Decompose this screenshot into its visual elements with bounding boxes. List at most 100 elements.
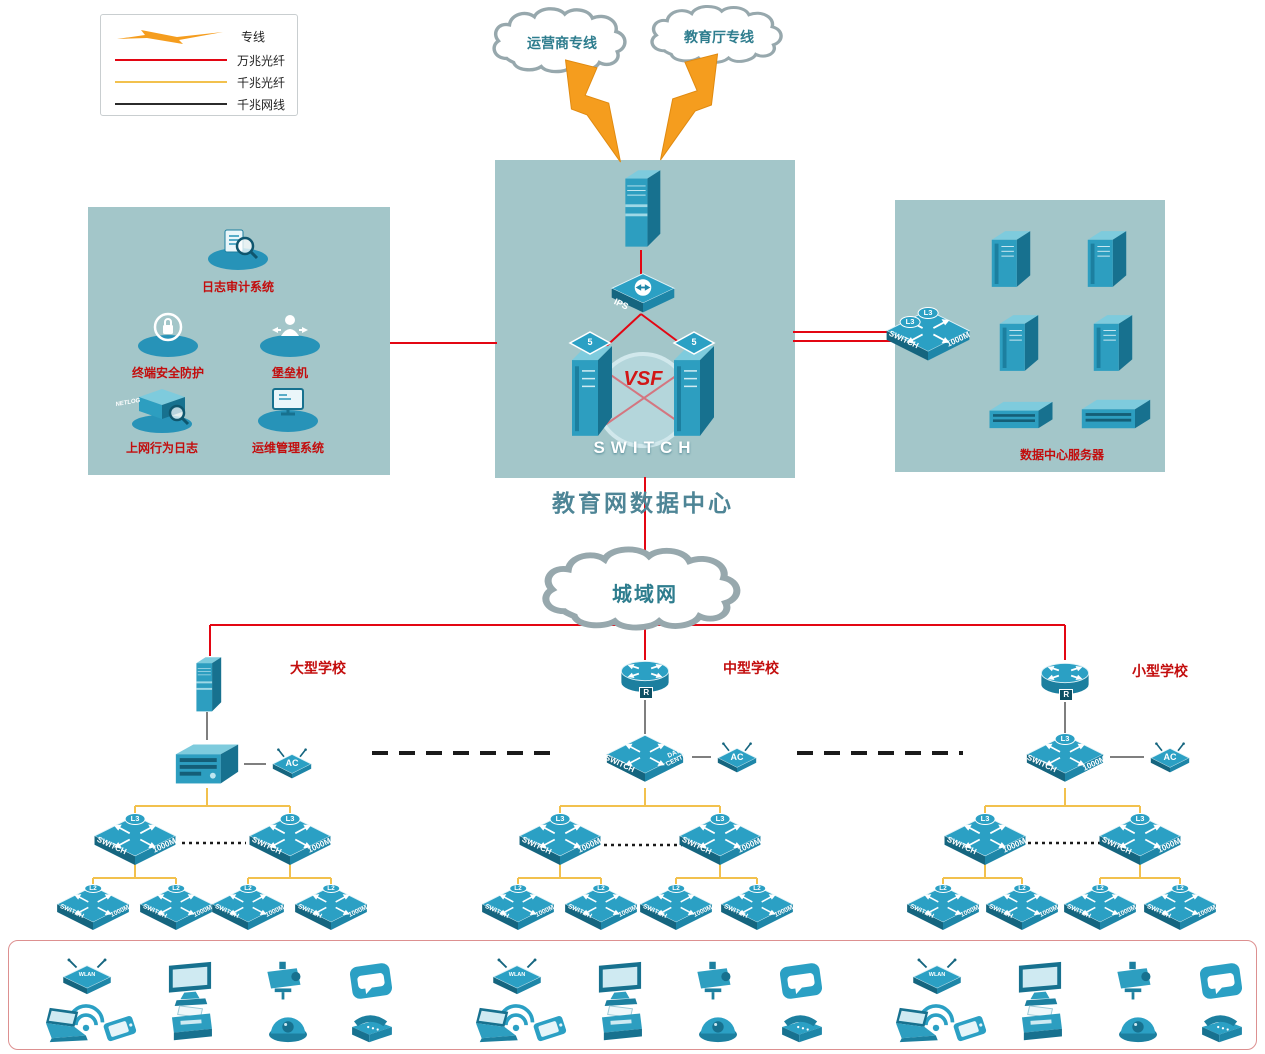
datacenter-title: 教育网数据中心	[552, 490, 734, 516]
l2-badge: L2	[592, 883, 610, 893]
l2-badge: L2	[167, 883, 185, 893]
legend-row-dedicated: 专线	[115, 27, 285, 45]
large-school-firewall	[190, 654, 225, 714]
bastion-host-icon	[260, 315, 320, 357]
rack-server-icon	[1081, 399, 1151, 429]
chat-terminal-icon	[346, 962, 396, 1000]
printer-icon	[1016, 1004, 1066, 1044]
dome-camera-icon	[266, 1006, 310, 1044]
medium-school-label: 中型学校	[723, 660, 779, 676]
server-tower-icon	[999, 314, 1039, 372]
ptz-camera-icon	[260, 960, 306, 1004]
netlog-icon	[132, 389, 192, 433]
bastion-host-item: 堡垒机	[220, 308, 360, 381]
l3-badge: L3	[1129, 812, 1151, 825]
education-cloud-label: 教育厅专线	[684, 29, 754, 45]
wireless-ap-icon: WLAN	[58, 958, 116, 996]
bastion-host-label: 堡垒机	[271, 366, 308, 380]
desktop-monitor-icon	[163, 960, 217, 1006]
medium-school-ac: AC	[713, 742, 761, 774]
l2-badge: L2	[84, 883, 102, 893]
legend-row-1g-cable: 千兆网线	[115, 95, 285, 113]
gateway-icon	[624, 169, 661, 248]
l2-badge: L2	[748, 883, 766, 893]
man-cloud-label: 城域网	[612, 583, 678, 606]
man-cloud: 城域网	[534, 546, 756, 638]
10g-line-sample	[115, 59, 227, 61]
router-badge: R	[639, 686, 654, 699]
terminal-group-small: WLAN	[878, 944, 1265, 1048]
endpoint-security-label: 终端安全防护	[131, 366, 204, 380]
ptz-camera-icon	[690, 960, 736, 1004]
dome-camera-icon	[696, 1006, 740, 1044]
l2-badge: L2	[934, 883, 952, 893]
legend-label: 万兆光纤	[237, 53, 286, 68]
ops-management-icon	[258, 388, 318, 432]
l2-badge: L2	[1013, 883, 1031, 893]
wlan-label: WLAN	[78, 971, 96, 978]
lightning-icon	[117, 30, 223, 44]
carrier-cloud-label: 运营商专线	[527, 35, 597, 51]
education-cloud: 教育厅专线	[644, 4, 794, 70]
log-audit-icon	[208, 229, 268, 270]
endpoint-security-icon	[138, 312, 198, 357]
wlan-label: WLAN	[508, 971, 526, 978]
terminal-group-large: WLAN	[28, 944, 418, 1048]
desk-phone-icon	[1196, 1010, 1248, 1046]
legend-row-10g: 万兆光纤	[115, 51, 285, 69]
l3-badge: L3	[974, 812, 996, 825]
router-badge: R	[1059, 688, 1074, 701]
vsf-label: VSF	[623, 368, 663, 390]
server-tower-icon	[1087, 230, 1127, 288]
stack-badge-right: 5	[672, 330, 716, 356]
core-gateway-device	[618, 164, 664, 252]
endpoint-security-item: 终端安全防护	[98, 308, 238, 381]
server-tower-icon	[1093, 314, 1133, 372]
farm-storage-1	[986, 398, 1056, 432]
large-school-label: 大型学校	[290, 660, 346, 676]
l2-badge: L2	[322, 883, 340, 893]
ops-management-item: 运维管理系统	[218, 383, 358, 456]
laptop-icon	[36, 1006, 92, 1044]
log-audit-item: 日志审计系统	[168, 222, 308, 295]
server-farm-label: 数据中心服务器	[1020, 448, 1105, 462]
1g-cable-sample	[115, 103, 227, 105]
lightning-right-icon	[652, 52, 724, 164]
medium-school-router: R	[617, 656, 673, 700]
l3-badge: L3	[899, 316, 921, 329]
l3-badge: L3	[917, 306, 939, 319]
desktop-monitor-icon	[1013, 960, 1067, 1006]
farm-storage-2	[1078, 394, 1154, 434]
small-school-label: 小型学校	[1132, 663, 1188, 679]
smartphone-icon	[530, 1014, 570, 1044]
l2-badge: L2	[509, 883, 527, 893]
desk-phone-icon	[346, 1010, 398, 1046]
netlog-label: 上网行为日志	[125, 441, 198, 455]
laptop-icon	[466, 1006, 522, 1044]
stack-badge-left: 5	[568, 330, 612, 356]
gateway-icon	[196, 656, 222, 712]
l3-badge: L3	[709, 812, 731, 825]
legend-label: 千兆网线	[237, 97, 286, 112]
l2-badge: L2	[1171, 883, 1189, 893]
ac-label: AC	[730, 752, 744, 763]
printer-icon	[596, 1004, 646, 1044]
ips-device: IPS	[604, 270, 682, 316]
stack-number: 5	[691, 336, 697, 347]
dome-camera-icon	[1116, 1006, 1160, 1044]
desktop-monitor-icon	[593, 960, 647, 1006]
